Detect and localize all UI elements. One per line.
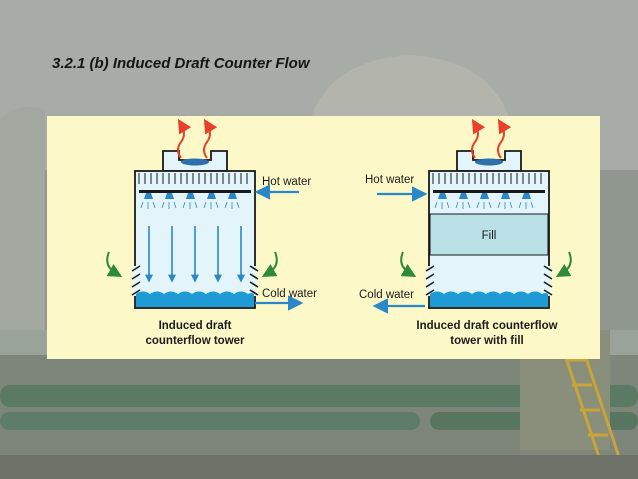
left-exhaust-arrows [177, 118, 218, 159]
left-spray-nozzles [144, 193, 237, 199]
left-drift-eliminator [138, 173, 248, 184]
right-caption-line1: Induced draft counterflow [416, 320, 557, 332]
left-air-inlet-louvers [131, 265, 259, 296]
left-cold-water-label: Cold water [262, 288, 317, 300]
left-air-inlet-arrows [106, 251, 278, 277]
left-fan-icon [181, 158, 209, 166]
right-spray-nozzles [438, 193, 531, 199]
right-fill-media [429, 213, 549, 256]
left-water-basin [136, 291, 254, 307]
left-tower: Hot water Cold water Induced draft count… [106, 118, 317, 347]
cooling-tower-diagram: Hot water Cold water Induced draft count… [47, 116, 600, 359]
left-caption-line1: Induced draft [159, 320, 232, 332]
right-caption-line2: tower with fill [450, 335, 523, 347]
right-fill-label: Fill [482, 230, 497, 242]
slide-title: 3.2.1 (b) Induced Draft Counter Flow [52, 55, 310, 72]
right-water-basin [430, 291, 548, 307]
right-distribution-pipe [433, 190, 545, 193]
left-falling-water-arrows [145, 226, 245, 283]
right-exhaust-arrows [471, 118, 512, 159]
left-caption-line2: counterflow tower [145, 335, 245, 347]
right-fan-icon [475, 158, 503, 166]
left-spray-droplets [140, 201, 240, 209]
right-air-inlet-arrows [400, 251, 572, 277]
right-drift-eliminator [432, 173, 542, 184]
right-cold-water-label: Cold water [359, 289, 414, 301]
left-hot-water-label: Hot water [262, 176, 311, 188]
left-distribution-pipe [139, 190, 251, 193]
right-spray-droplets [434, 201, 534, 209]
right-hot-water-label: Hot water [365, 174, 414, 186]
right-tower: Fill [359, 118, 572, 347]
right-air-inlet-louvers [425, 265, 553, 296]
